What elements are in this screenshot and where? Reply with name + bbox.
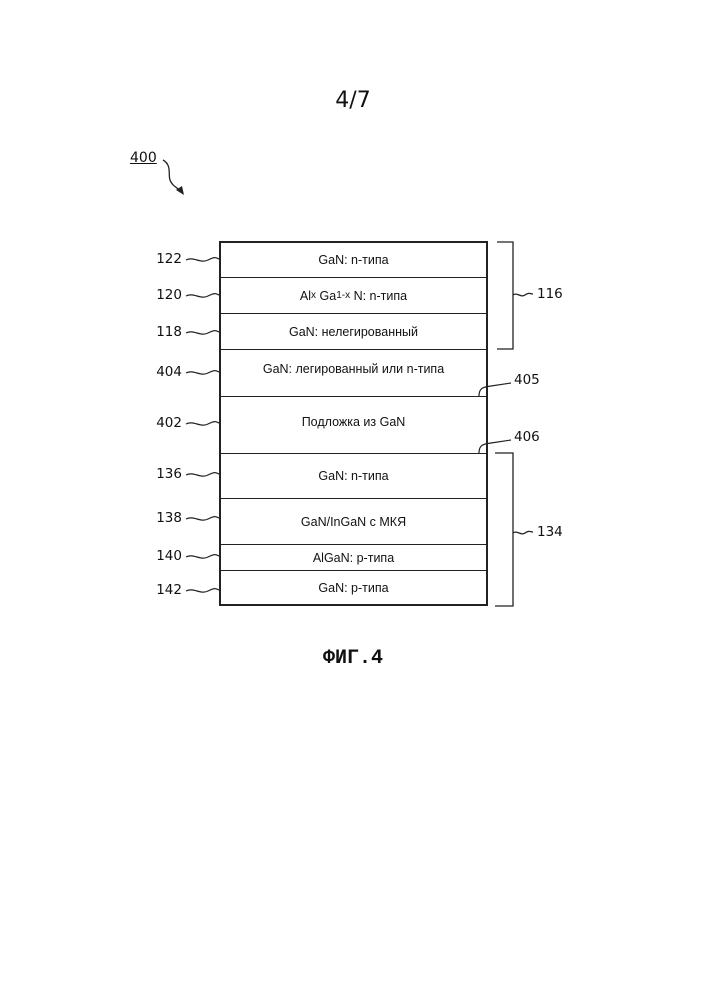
ref-405: 405 bbox=[514, 372, 540, 388]
ref-406: 406 bbox=[514, 429, 540, 445]
ref-118: 118 bbox=[150, 324, 182, 340]
layer-118: GaN: нелегированный bbox=[219, 313, 488, 349]
ref-402: 402 bbox=[150, 415, 182, 431]
ref-122: 122 bbox=[150, 251, 182, 267]
arrow-head-icon bbox=[176, 186, 184, 195]
layer-140: AlGaN: p-типа bbox=[219, 544, 488, 570]
ref-140: 140 bbox=[150, 548, 182, 564]
ref-116: 116 bbox=[537, 286, 563, 302]
ref-404: 404 bbox=[150, 364, 182, 380]
layer-402: Подложка из GaN bbox=[219, 396, 488, 453]
layer-404: GaN: легированный или n-типа bbox=[219, 349, 488, 396]
layer-122: GaN: n-типа bbox=[219, 242, 488, 278]
ref-142: 142 bbox=[150, 582, 182, 598]
layer-120: Alx Ga1-x N: n-типа bbox=[219, 277, 488, 313]
layer-120-ga: Ga bbox=[320, 289, 337, 303]
layer-120-rest: N: n-типа bbox=[354, 289, 408, 303]
layer-120-al: Al bbox=[300, 289, 311, 303]
ref-120: 120 bbox=[150, 287, 182, 303]
figure-caption: ФИГ.4 bbox=[0, 647, 706, 670]
layer-138: GaN/InGaN с МКЯ bbox=[219, 498, 488, 544]
group-brackets bbox=[495, 242, 533, 606]
layer-136: GaN: n-типа bbox=[219, 453, 488, 498]
1-x-subscript: 1-x bbox=[336, 290, 350, 301]
x-subscript: x bbox=[311, 290, 316, 301]
ref-136: 136 bbox=[150, 466, 182, 482]
ref-138: 138 bbox=[150, 510, 182, 526]
ref-134: 134 bbox=[537, 524, 563, 540]
layer-142: GaN: p-типа bbox=[219, 570, 488, 605]
